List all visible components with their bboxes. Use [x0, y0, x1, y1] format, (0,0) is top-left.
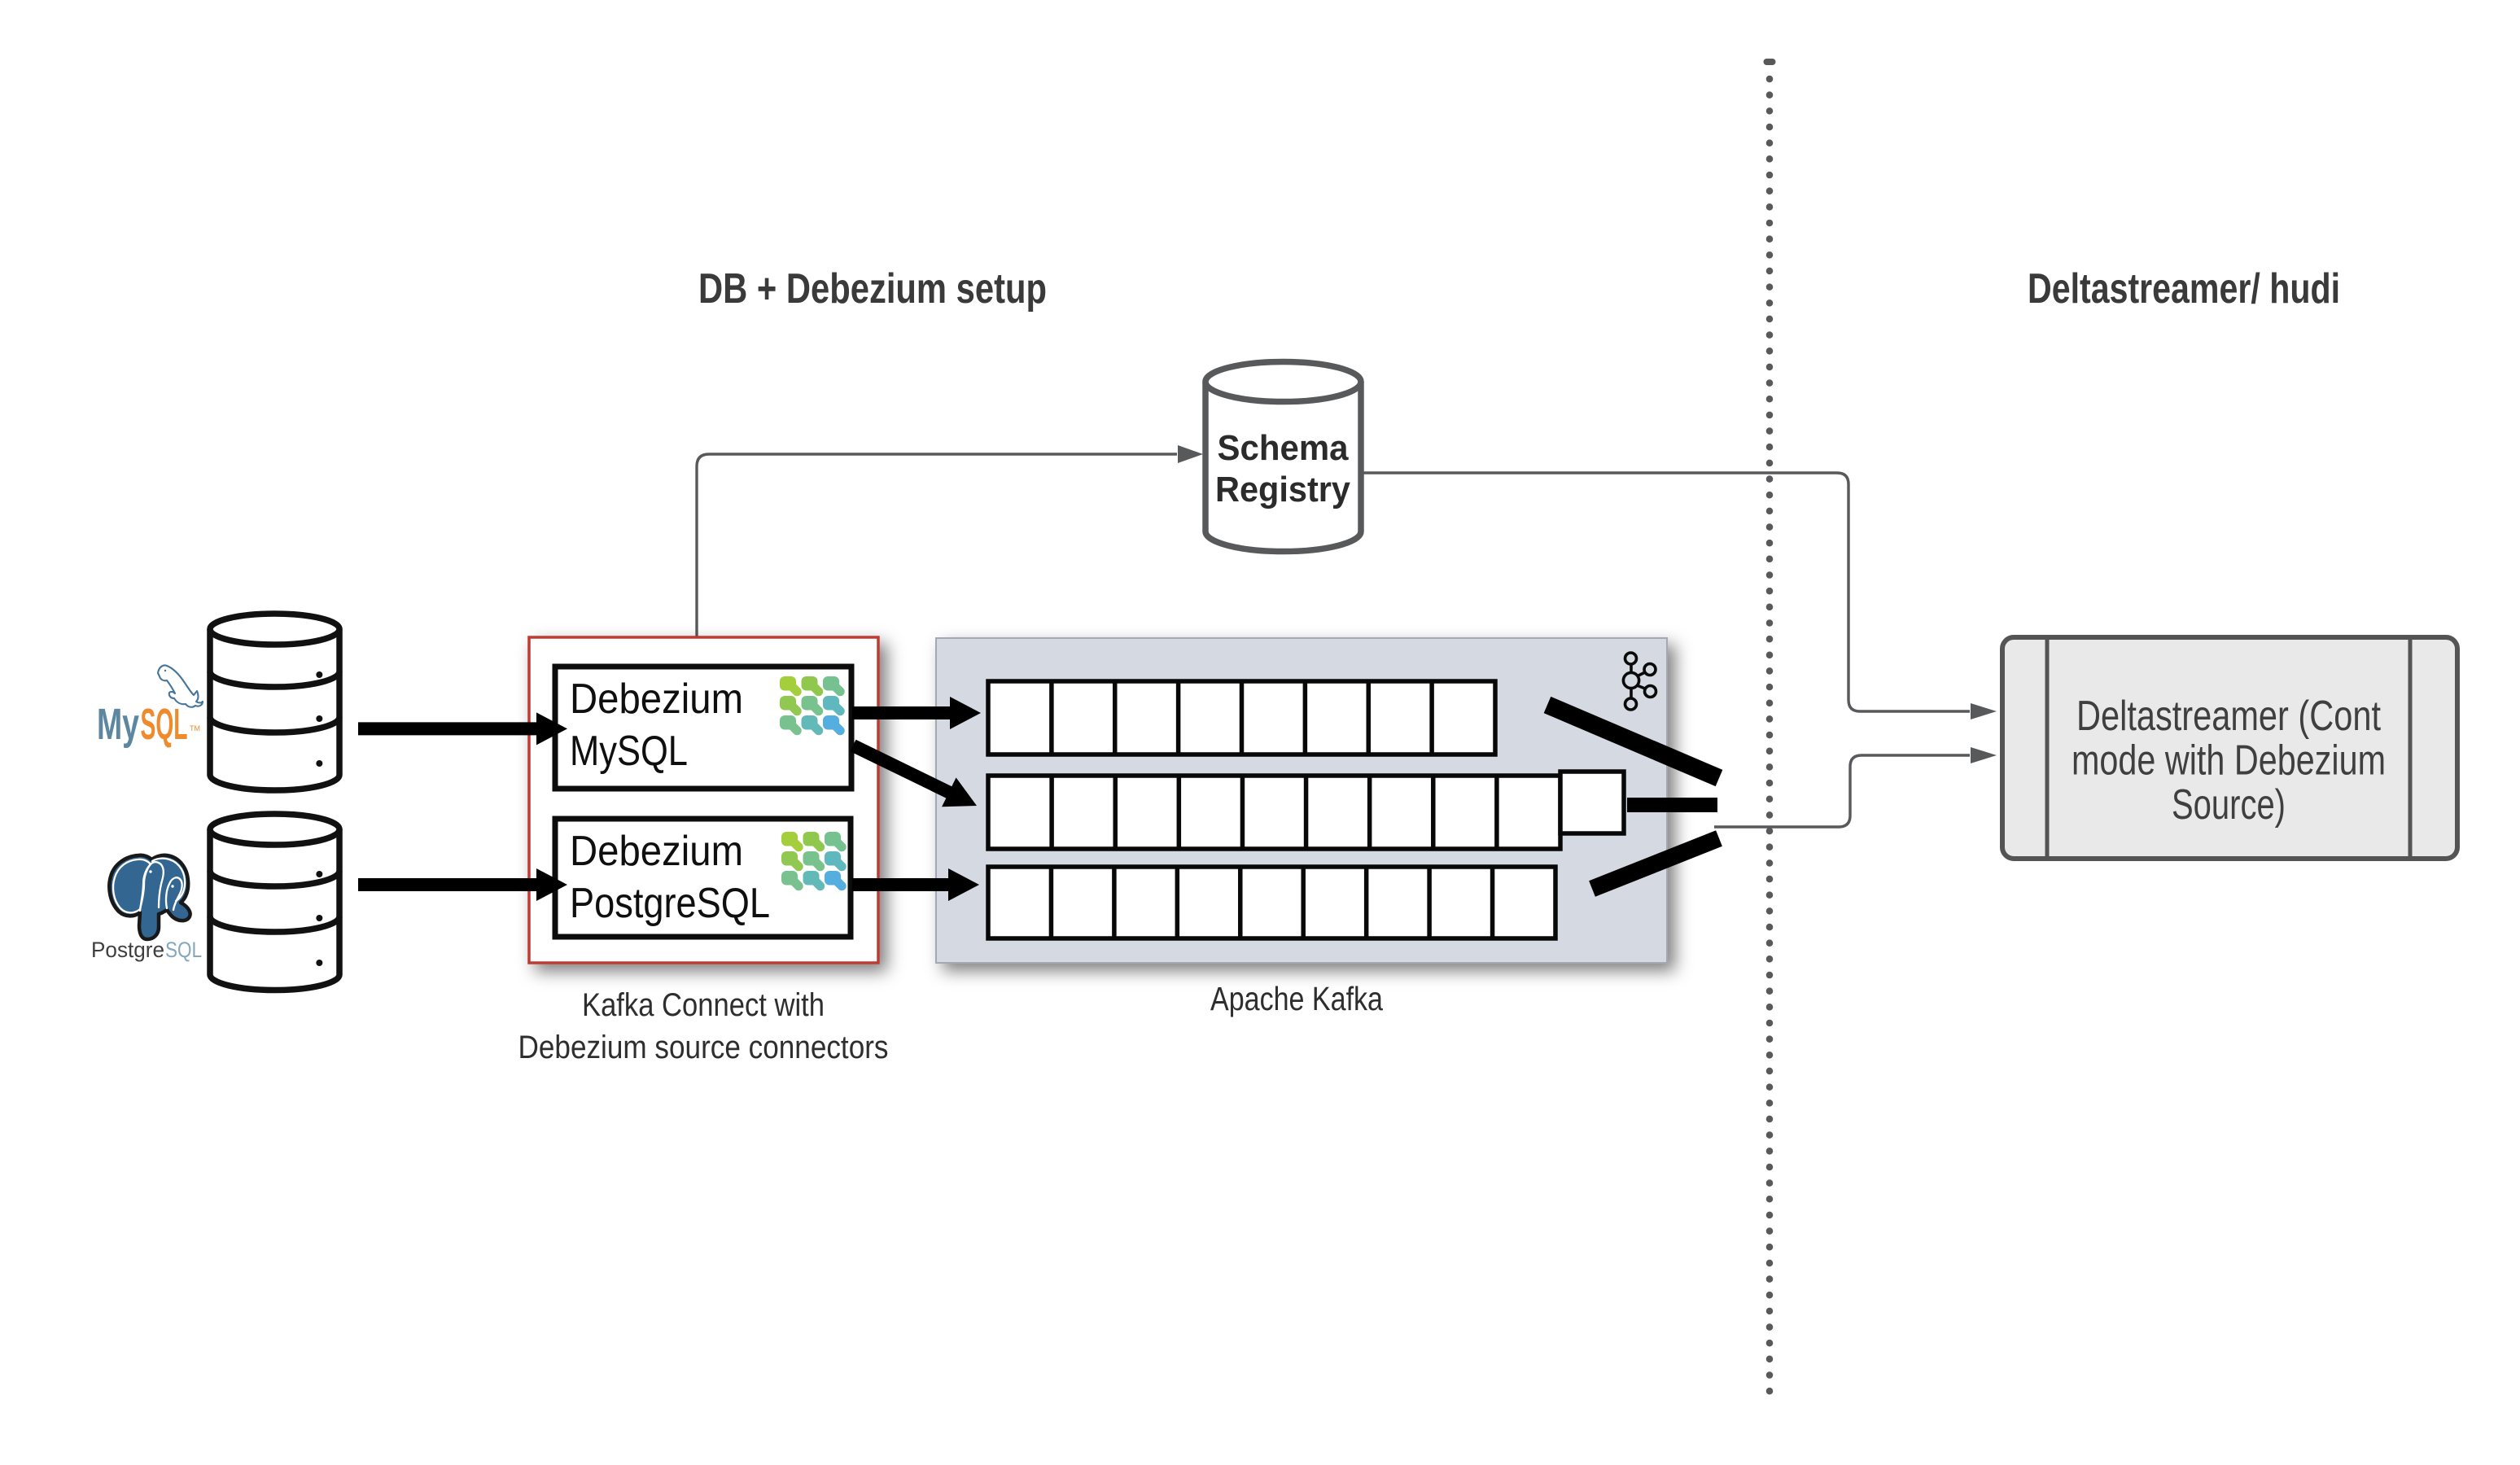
svg-text:DB + Debezium setup: DB + Debezium setup	[698, 265, 1047, 313]
svg-text:Source): Source)	[2172, 781, 2286, 829]
svg-text:Debezium: Debezium	[570, 828, 743, 875]
svg-text:Deltastreamer (Cont: Deltastreamer (Cont	[2076, 693, 2381, 740]
svg-text:Apache Kafka: Apache Kafka	[1210, 980, 1383, 1017]
svg-text:PostgreSQL: PostgreSQL	[570, 880, 770, 927]
svg-text:MySQL: MySQL	[570, 728, 688, 775]
svg-text:Postgre: Postgre	[91, 938, 164, 962]
svg-text:Kafka Connect with: Kafka Connect with	[582, 987, 825, 1023]
svg-text:Debezium source connectors: Debezium source connectors	[518, 1030, 889, 1065]
svg-text:Debezium: Debezium	[570, 676, 743, 723]
svg-text:My: My	[97, 700, 139, 749]
svg-text:SQL: SQL	[141, 700, 188, 749]
svg-text:Schema: Schema	[1218, 428, 1349, 468]
svg-text:mode with Debezium: mode with Debezium	[2072, 737, 2386, 785]
svg-text:TM: TM	[190, 724, 200, 732]
svg-text:SQL: SQL	[165, 938, 202, 962]
svg-text:Deltastreamer/ hudi: Deltastreamer/ hudi	[2028, 265, 2340, 313]
svg-text:Registry: Registry	[1215, 470, 1350, 509]
